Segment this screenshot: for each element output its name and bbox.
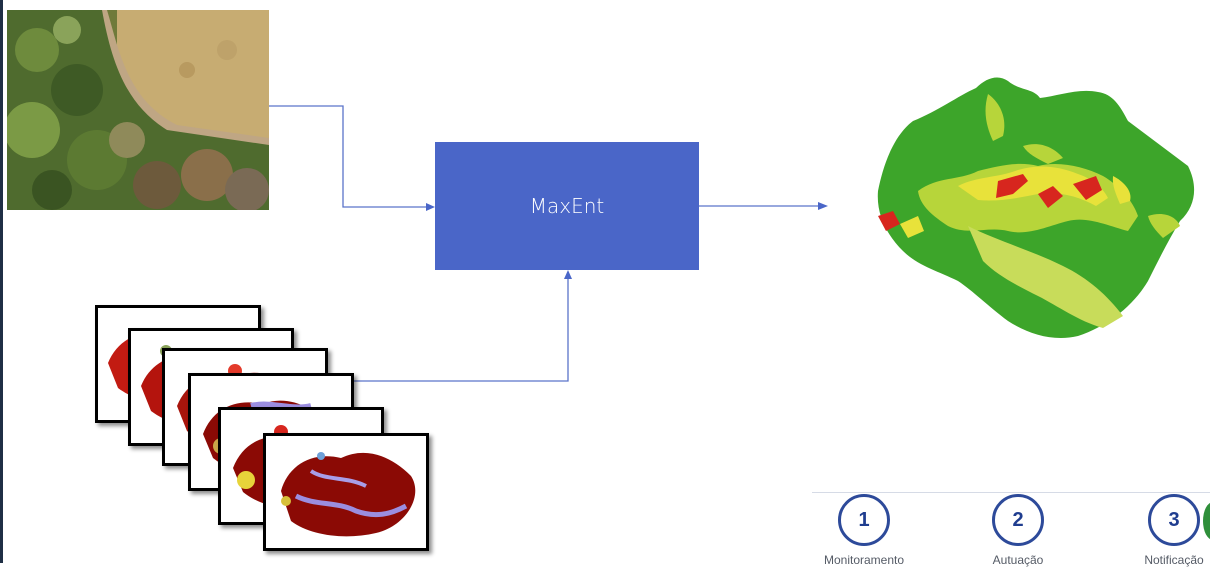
risk-map-brazil [858,66,1210,346]
arrow-right-icon [818,202,828,210]
step-3-circle[interactable]: 3 [1148,494,1200,546]
arrow-right-icon [426,203,435,211]
left-border [0,0,3,563]
step-1-number: 1 [858,508,870,531]
maxent-process-box: MaxEnt [435,142,699,270]
step-1-label: Monitoramento [823,553,905,567]
green-indicator-icon [1203,502,1210,540]
step-2-circle[interactable]: 2 [992,494,1044,546]
step-2-label: Autuação [992,553,1044,567]
step-3-label: Notificação [1144,553,1204,567]
aerial-forest-photo [7,10,269,210]
step-1-circle[interactable]: 1 [838,494,890,546]
map-layer-card [263,433,429,551]
maxent-label: MaxEnt [529,194,605,218]
arrow-up-icon [564,270,572,279]
step-2-number: 2 [1012,508,1024,531]
step-3-number: 3 [1168,508,1180,531]
steps-divider [812,492,1210,493]
